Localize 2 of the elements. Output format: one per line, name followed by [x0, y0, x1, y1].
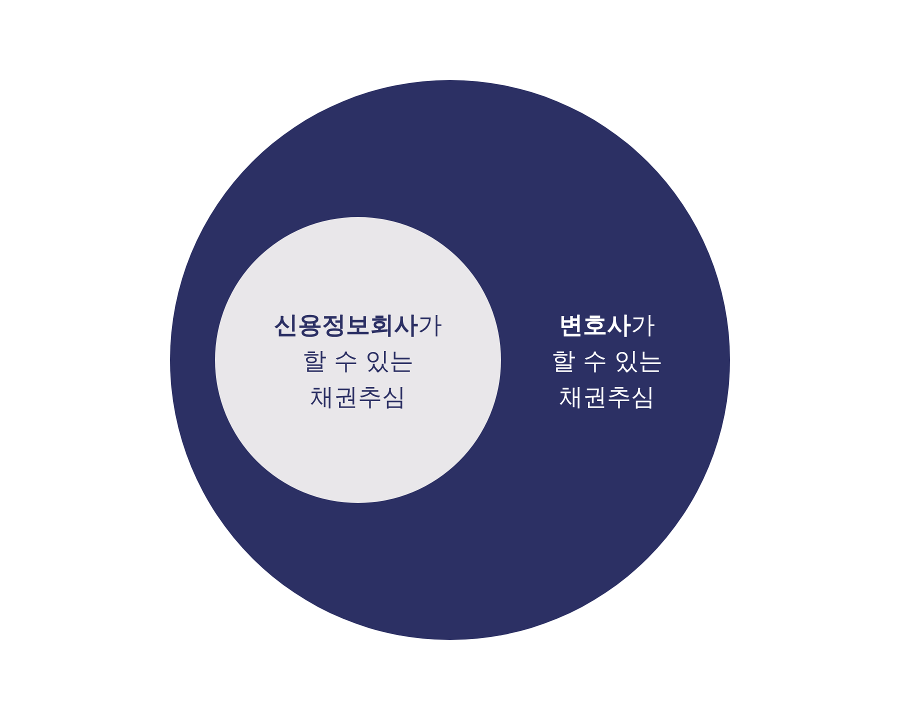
circle-label: 신용정보회사가 할 수 있는 채권추심 [273, 310, 443, 413]
circle-label: 변호사가 할 수 있는 채권추심 [550, 310, 664, 413]
